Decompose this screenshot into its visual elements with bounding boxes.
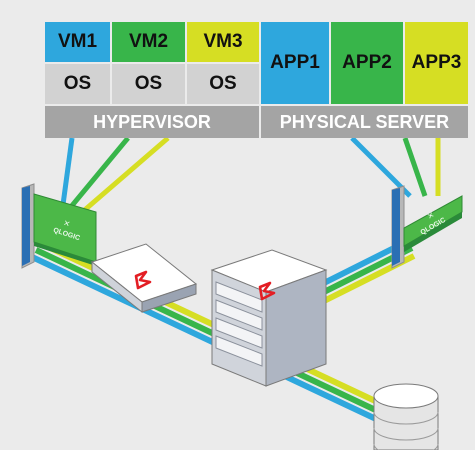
svg-text:✕: ✕ xyxy=(426,210,436,221)
os-tile-1: OS xyxy=(45,64,110,104)
vm1-tile: VM1 xyxy=(45,22,110,62)
hypervisor-bar: HYPERVISOR xyxy=(45,106,259,138)
cable-blue-left xyxy=(59,137,75,213)
app2-tile: APP2 xyxy=(331,22,403,104)
cables-right-hba xyxy=(350,136,441,198)
cable-blue-right xyxy=(350,136,412,198)
edge-switch xyxy=(90,243,198,314)
cable-green-right xyxy=(402,137,428,197)
cables-left-hba xyxy=(59,136,170,216)
os-tile-3: OS xyxy=(187,64,259,104)
cable-yellow-left xyxy=(78,136,170,216)
right-hba-card: QLOGIC ✕ xyxy=(391,185,463,269)
os-tile-2: OS xyxy=(112,64,185,104)
vm2-tile: VM2 xyxy=(112,22,185,62)
cable-green-left xyxy=(68,136,130,210)
director-switch xyxy=(210,249,328,387)
svg-text:✕: ✕ xyxy=(62,218,71,229)
app1-tile: APP1 xyxy=(261,22,329,104)
vm3-tile: VM3 xyxy=(187,22,259,62)
left-hba-card: QLOGIC ✕ xyxy=(21,183,97,269)
storage-cylinder xyxy=(373,383,439,450)
app3-tile: APP3 xyxy=(405,22,468,104)
physical-server-bar: PHYSICAL SERVER xyxy=(261,106,468,138)
